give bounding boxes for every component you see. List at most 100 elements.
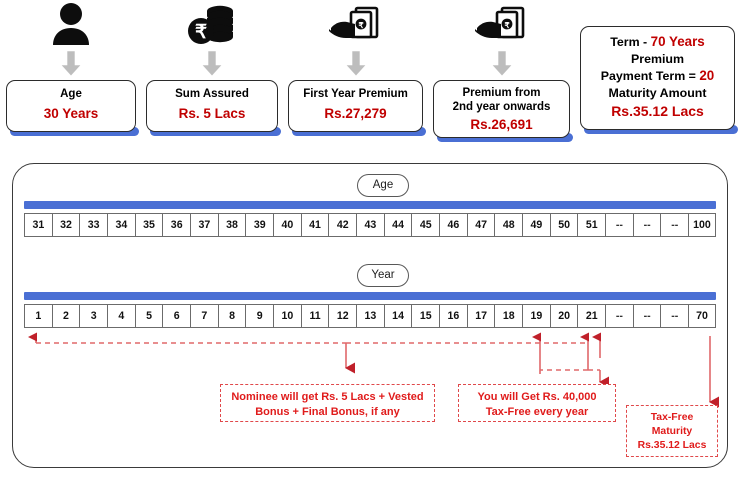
age-cell: 36	[162, 213, 191, 237]
age-row-bar	[24, 201, 716, 209]
age-cell: 44	[383, 213, 412, 237]
year-cell: 6	[162, 304, 191, 328]
age-cell: 46	[439, 213, 467, 237]
card-age: Age 30 Years	[6, 80, 136, 132]
year-cell: 5	[134, 304, 163, 328]
age-cell: 50	[549, 213, 578, 237]
year-cell: 18	[494, 304, 523, 328]
callout-maturity-line2: Maturity	[651, 426, 693, 438]
hand-cash-icon: ₹	[474, 0, 529, 46]
callout-maturity: Tax-Free Maturity Rs.35.12 Lacs	[626, 405, 718, 457]
year-cell: 70	[688, 304, 716, 328]
card-premium-onwards-label-2: 2nd year onwards	[452, 100, 551, 113]
year-cell: 4	[107, 304, 135, 328]
age-cell: 38	[217, 213, 246, 237]
age-cell: 37	[190, 213, 218, 237]
callout-death-benefit-line1: Nominee will get Rs. 5 Lacs + Vested	[231, 391, 424, 403]
year-cell: 15	[411, 304, 440, 328]
year-cell: 7	[190, 304, 218, 328]
year-cell: --	[605, 304, 633, 328]
callout-maturity-line1: Tax-Free	[650, 412, 694, 423]
card-first-year-premium-value: Rs.27,279	[324, 105, 387, 121]
age-cell: 43	[356, 213, 384, 237]
year-cell: 16	[439, 304, 467, 328]
summary-item-term: Term - 70 Years Premium Payment Term = 2…	[580, 26, 738, 134]
card-sum-assured-value: Rs. 5 Lacs	[178, 105, 246, 121]
arrow-down-icon	[59, 51, 83, 77]
callout-death-benefit-line2: Bonus + Final Bonus, if any	[255, 405, 400, 418]
year-cell: 3	[79, 304, 108, 328]
card-term-maturity: Term - 70 Years Premium Payment Term = 2…	[580, 26, 735, 130]
maturity-amount-value: Rs.35.12 Lacs	[611, 102, 704, 119]
card-sum-assured: Sum Assured Rs. 5 Lacs	[146, 80, 278, 132]
card-premium-onwards: Premium from 2nd year onwards Rs.26,691	[433, 80, 570, 138]
card-first-year-premium: First Year Premium Rs.27,279	[288, 80, 423, 132]
year-cell: 11	[300, 304, 329, 328]
age-cell: --	[660, 213, 689, 237]
age-cell: 33	[79, 213, 108, 237]
callout-annual-payout-line1: You will Get Rs. 40,000	[477, 391, 597, 403]
hand-cash-icon: ₹	[328, 0, 383, 46]
rupee-coins-icon: ₹	[187, 0, 237, 46]
card-first-year-premium-label: First Year Premium	[303, 88, 408, 100]
summary-item-first-year-premium: ₹ First Year Premium Rs.27,279	[288, 0, 426, 136]
term-line: Term - 70 Years	[610, 34, 705, 49]
age-cell: 31	[24, 213, 52, 237]
arrow-down-icon	[344, 51, 368, 77]
year-cell: --	[660, 304, 689, 328]
person-icon	[50, 0, 92, 46]
summary-item-premium-onwards: ₹ Premium from 2nd year onwards Rs.26,69…	[433, 0, 573, 142]
card-premium-onwards-value: Rs.26,691	[470, 117, 533, 133]
year-cell: 1	[24, 304, 52, 328]
age-cell: 34	[107, 213, 135, 237]
year-cell: 17	[466, 304, 495, 328]
age-cell: 47	[466, 213, 495, 237]
year-cell: 2	[51, 304, 80, 328]
age-cell: 45	[411, 213, 440, 237]
year-cell: 20	[549, 304, 578, 328]
year-cell: 21	[577, 304, 606, 328]
card-age-label: Age	[60, 88, 82, 100]
svg-text:₹: ₹	[504, 21, 509, 30]
age-cell: 39	[245, 213, 274, 237]
age-cell: 49	[522, 213, 550, 237]
summary-row: Age 30 Years ₹	[0, 0, 740, 152]
age-cell: 42	[328, 213, 357, 237]
age-cell: 100	[688, 213, 716, 237]
age-cell: 41	[300, 213, 329, 237]
age-cell: 35	[134, 213, 163, 237]
callout-annual-payout-line2: Tax-Free every year	[485, 405, 589, 418]
year-pill-label: Year	[357, 264, 409, 287]
age-cell: 48	[494, 213, 523, 237]
year-cell: --	[632, 304, 661, 328]
year-cell: 13	[356, 304, 384, 328]
premium-line: Premium	[630, 51, 685, 66]
svg-text:₹: ₹	[195, 22, 207, 43]
year-cell: 9	[245, 304, 274, 328]
age-cell: --	[605, 213, 633, 237]
payment-term-line: Payment Term = 20	[600, 68, 715, 84]
age-cell: 32	[51, 213, 80, 237]
age-cell: 51	[577, 213, 606, 237]
summary-item-sum-assured: ₹ Sum Assured Rs. 5 Lacs	[146, 0, 281, 136]
callout-annual-payout: You will Get Rs. 40,000 Tax-Free every y…	[458, 384, 616, 422]
maturity-amount-label: Maturity Amount	[608, 86, 707, 101]
year-cell: 8	[217, 304, 246, 328]
svg-text:₹: ₹	[358, 21, 363, 30]
age-pill-label: Age	[357, 174, 409, 197]
card-premium-onwards-label-1: Premium from	[462, 87, 541, 99]
callout-maturity-line3: Rs.35.12 Lacs	[637, 440, 707, 452]
age-cell: 40	[273, 213, 301, 237]
summary-item-age: Age 30 Years	[6, 0, 139, 136]
card-age-value: 30 Years	[43, 105, 99, 121]
callout-death-benefit: Nominee will get Rs. 5 Lacs + Vested Bon…	[220, 384, 435, 422]
year-row-bar	[24, 292, 716, 300]
year-cell: 14	[383, 304, 412, 328]
arrow-down-icon	[200, 51, 224, 77]
year-cell: 19	[522, 304, 550, 328]
year-cell: 12	[328, 304, 357, 328]
age-cell: --	[632, 213, 661, 237]
